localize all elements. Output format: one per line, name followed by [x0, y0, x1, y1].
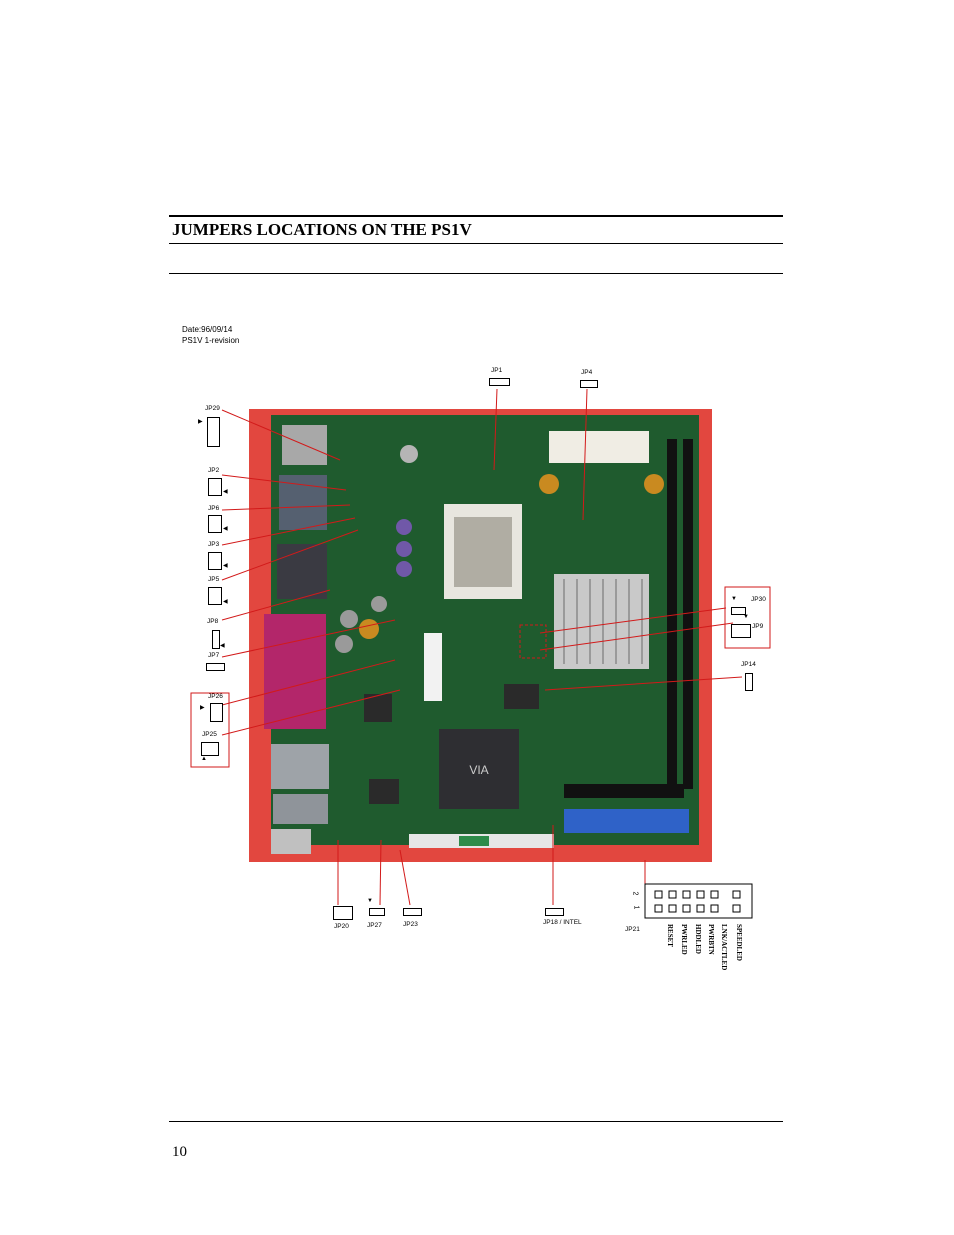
- jp20-jumper-icon: [333, 906, 353, 920]
- jp4-label: JP4: [581, 369, 593, 376]
- arrow-up-icon: ▲: [201, 756, 207, 762]
- jp21-label: JP21: [625, 926, 640, 933]
- motherboard-photo: VIA: [249, 409, 712, 862]
- jp7-label: JP7: [208, 652, 220, 659]
- jp21-pin-label-hddled: HDDLED: [694, 924, 702, 954]
- arrow-left-icon: ◀: [223, 599, 228, 605]
- page-number: 10: [172, 1144, 187, 1160]
- jp25-jumper-icon: [201, 742, 219, 756]
- jp5-jumper-icon: [208, 587, 222, 605]
- title-underline: [169, 243, 783, 244]
- jp2-label: JP2: [208, 467, 220, 474]
- jp5-label: JP5: [208, 576, 220, 583]
- jp6-jumper-icon: [208, 515, 222, 533]
- jp14-jumper-icon: [745, 673, 753, 691]
- jp20-label: JP20: [334, 923, 349, 930]
- jp23-jumper-icon: [403, 908, 422, 916]
- arrow-down-icon: ▼: [731, 596, 737, 602]
- jp1-jumper-icon: [489, 378, 510, 386]
- footer-rule: [169, 1121, 783, 1122]
- arrow-right-icon: ▶: [200, 705, 205, 711]
- jp4-jumper-icon: [580, 380, 598, 388]
- jp8-jumper-icon: [212, 630, 220, 649]
- jp18-jumper-icon: [545, 908, 564, 916]
- jp21-row-label-2: 2: [631, 891, 639, 896]
- jp7-jumper-icon: [206, 663, 225, 671]
- jp18-label: JP18 / INTEL: [543, 919, 582, 926]
- arrow-left-icon: ◀: [223, 563, 228, 569]
- jp9-label: JP9: [752, 623, 764, 630]
- jp26-label: JP26: [208, 693, 223, 700]
- revision-line: PS1V 1-revision: [182, 336, 240, 345]
- jp21-row-label-1: 1: [632, 905, 640, 910]
- jp14-label: JP14: [741, 661, 756, 668]
- top-rule: [169, 215, 783, 217]
- jp27-jumper-icon: [369, 908, 385, 916]
- jp21-pin-label-speedled: SPEEDLED: [735, 924, 743, 961]
- date-line: Date:96/09/14: [182, 325, 233, 334]
- jp30-label: JP30: [751, 596, 766, 603]
- jp2-jumper-icon: [208, 478, 222, 496]
- jp21-pin-label-lnkactled: LNK/ACTLED: [720, 924, 728, 971]
- jp29-jumper-icon: [207, 417, 220, 447]
- arrow-down-icon: ▼: [743, 614, 749, 620]
- arrow-down-icon: ▼: [367, 898, 373, 904]
- arrow-left-icon: ◀: [223, 489, 228, 495]
- jp21-pin-label-pwrled: PWRLED: [680, 924, 688, 955]
- jp3-jumper-icon: [208, 552, 222, 570]
- jp6-label: JP6: [208, 505, 220, 512]
- jp1-label: JP1: [491, 367, 503, 374]
- jp25-label: JP25: [202, 731, 217, 738]
- arrow-left-icon: ◀: [220, 643, 225, 649]
- jp8-label: JP8: [207, 618, 219, 625]
- jp23-label: JP23: [403, 921, 418, 928]
- arrow-left-icon: ◀: [223, 526, 228, 532]
- jp26-jumper-icon: [210, 703, 223, 722]
- jp27-label: JP27: [367, 922, 382, 929]
- section-title: JUMPERS LOCATIONS ON THE PS1V: [172, 220, 472, 239]
- jp29-label: JP29: [205, 405, 220, 412]
- jp21-pin-label-pwrbtn: PWRBTN: [707, 924, 715, 955]
- jp9-jumper-icon: [731, 624, 751, 638]
- jp3-label: JP3: [208, 541, 220, 548]
- svg-text:VIA: VIA: [469, 763, 488, 777]
- header-bottom-rule: [169, 273, 783, 274]
- arrow-right-icon: ▶: [198, 419, 203, 425]
- jp30-jumper-icon: [731, 607, 746, 615]
- jp21-pin-label-reset: RESET: [666, 924, 674, 947]
